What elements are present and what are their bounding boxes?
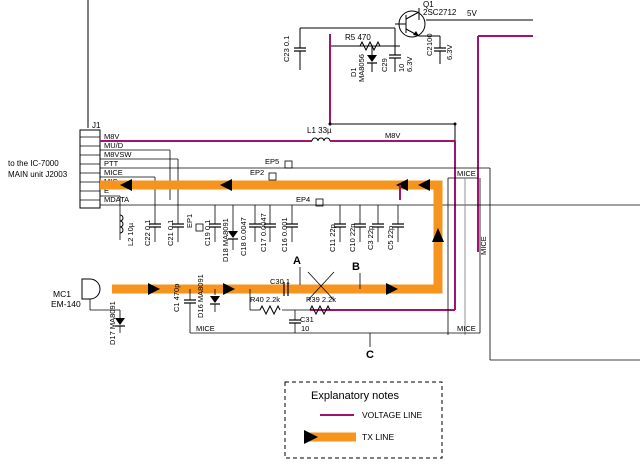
j1-pin-4: PTT (104, 159, 119, 168)
j1-pin-8: MDATA (104, 195, 129, 204)
c2-rating: 6.3V (445, 45, 454, 60)
c29-ref: C29 (380, 58, 389, 72)
legend-tx-label: TX LINE (362, 432, 394, 442)
c11-label: C11 22p (328, 224, 337, 252)
j1-pin-1: M8V (104, 132, 119, 141)
d1-part: MA8056 (357, 54, 366, 82)
c31-value: 10 (301, 324, 309, 333)
j1-ref: J1 (92, 121, 101, 130)
mice-net-label-top: MICE (457, 169, 476, 178)
connector-note-line2: MAIN unit J2003 (8, 170, 68, 179)
c21-label: C21 0.1 (166, 220, 175, 246)
legend-title: Explanatory notes (311, 390, 400, 402)
legend-box (284, 381, 443, 459)
mc1-part: EM-140 (51, 299, 81, 309)
ep5-pad (284, 160, 293, 169)
signal-rails: L1 33µ M8V MICE MICE (100, 122, 640, 361)
q1-ref: Q1 (423, 0, 434, 9)
mice-net-label-vertical: MICE (479, 236, 488, 255)
mc1-ref: MC1 (53, 289, 71, 299)
d18-label: D18 MA8091 (221, 218, 230, 262)
c22-label: C22 0.1 (143, 220, 152, 246)
c30-label: C30 1 (270, 277, 290, 286)
mic-section: MC1 EM-140 D17 MA8091 C1 470p D16 MA8091… (51, 178, 481, 361)
r5-label: R5 470 (345, 33, 371, 42)
j1-pin-7: E (104, 186, 109, 195)
supply-5v-label: 5V (467, 9, 477, 18)
c2-ref: C2 (425, 46, 434, 56)
c2-value: 100 (425, 33, 434, 46)
c18-label: C18 0.0047 (239, 217, 248, 256)
mice-net-label-right: MICE (457, 324, 476, 333)
point-c-label: C (366, 349, 374, 361)
point-b-label: B (352, 261, 360, 273)
c10-label: C10 22p (348, 224, 357, 252)
ep5-label: EP5 (265, 157, 279, 166)
j1-pin-5: MICE (104, 168, 123, 177)
m8v-net-label: M8V (385, 131, 400, 140)
l2-label: L2 10µ (126, 222, 135, 246)
d16-label: D16 MA8091 (196, 274, 205, 318)
ep1-pad (195, 223, 204, 232)
j1-pin-3: M8VSW (104, 150, 132, 159)
c17-label: C17 0.0047 (259, 213, 268, 252)
top-section: C23 0.1 Q1 2SC2712 5V R5 470 D1 MA8056 (87, 0, 533, 252)
c19-label: C19 0.1 (203, 220, 212, 246)
legend: Explanatory notes VOLTAGE LINE TX LINE (284, 381, 443, 459)
j1-connector: J1 M8V MU/D M8VSW PTT MICE MIC E MDATA t… (8, 121, 132, 209)
mice-net-label-left: MICE (196, 324, 215, 333)
connector-note-line1: to the IC-7000 (8, 159, 59, 168)
ep4-pad (315, 198, 324, 207)
c31-ref: C31 (300, 315, 314, 324)
c16-label: C16 0.001 (280, 217, 289, 252)
legend-tx-arrow-icon (304, 430, 318, 444)
c1-label: C1 470p (172, 284, 181, 312)
tx-line-path (100, 179, 444, 295)
r39-label: R39 2.2k (306, 295, 336, 304)
ep1-label: EP1 (185, 214, 194, 228)
q1-part: 2SC2712 (423, 8, 457, 17)
d17-label: D17 MA8091 (108, 301, 117, 345)
c29-rating: 6.3V (405, 57, 414, 72)
c23-label: C23 0.1 (282, 36, 291, 62)
legend-voltage-label: VOLTAGE LINE (362, 410, 422, 420)
ep2-label: EP2 (250, 168, 264, 177)
vertical-components: L2 10µ C22 0.1 C21 0.1 C19 0.1 D18 MA809… (119, 177, 404, 262)
c5-label: C5 22p (386, 226, 395, 250)
r40-label: R40 2.2k (250, 295, 280, 304)
c29-value: 10 (397, 64, 406, 72)
ep4-label: EP4 (296, 195, 310, 204)
c3-label: C3 22p (366, 226, 375, 250)
q1-transistor (395, 10, 426, 38)
j1-pin-2: MU/D (104, 141, 124, 150)
d1-ref: D1 (349, 67, 358, 77)
point-a-label: A (293, 255, 301, 267)
l1-label: L1 33µ (307, 126, 332, 135)
ep2-pad (268, 172, 277, 181)
